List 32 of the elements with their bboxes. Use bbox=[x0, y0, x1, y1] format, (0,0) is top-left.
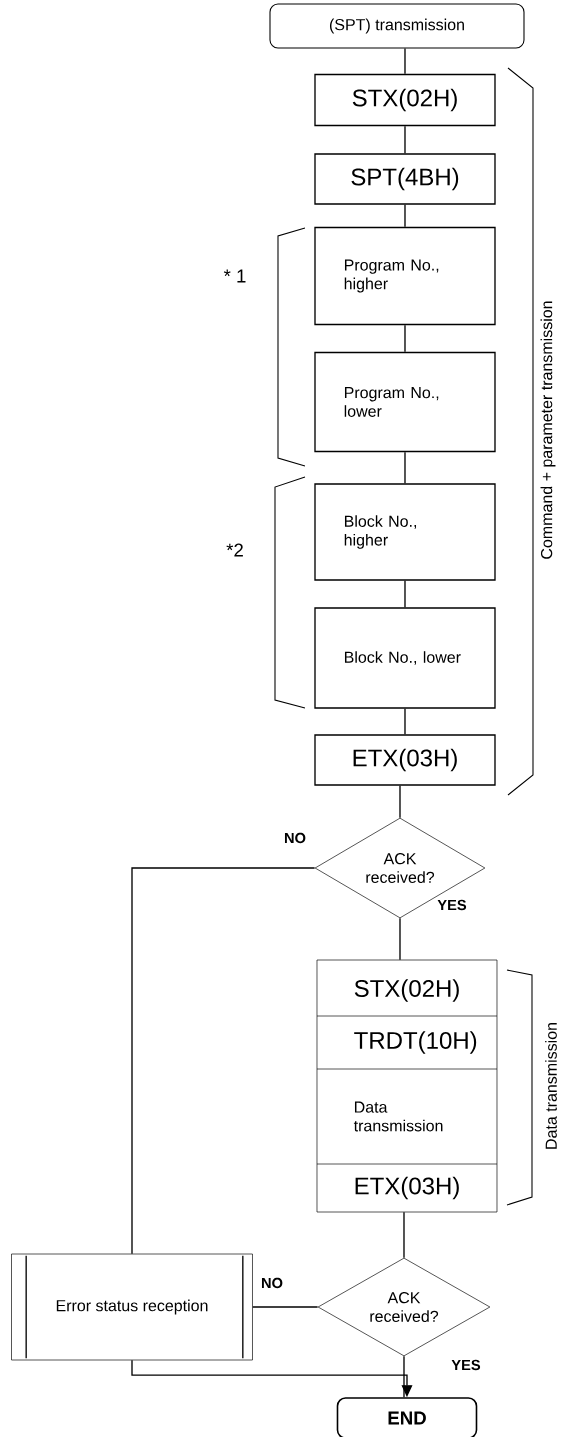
predefined-process-box: Error status reception bbox=[11, 1253, 253, 1361]
connector-line bbox=[131, 867, 316, 1255]
connector-line bbox=[403, 1211, 405, 1259]
vertical-label: Command + parameter transmission bbox=[540, 301, 556, 559]
connector-line bbox=[403, 1355, 405, 1398]
process-box: Block No., lower bbox=[314, 607, 496, 709]
connector-line bbox=[404, 47, 406, 75]
connector-line bbox=[399, 785, 401, 819]
connector-line bbox=[399, 917, 401, 961]
connector-line bbox=[404, 204, 406, 228]
connector-line bbox=[404, 125, 406, 154]
vertical-label: Data transmission bbox=[545, 1023, 557, 1149]
edge-label: YES bbox=[436, 898, 468, 912]
connector-line bbox=[404, 324, 406, 353]
connector-line bbox=[404, 451, 406, 484]
process-box: SPT(4BH) bbox=[314, 153, 496, 205]
process-box: Block No., higher bbox=[314, 483, 496, 581]
process-box: ETX(03H) bbox=[314, 734, 496, 786]
connector-line bbox=[252, 1306, 319, 1308]
edge-label: NO bbox=[259, 1276, 285, 1290]
note-label: *2 bbox=[226, 543, 243, 557]
connector-line bbox=[404, 708, 406, 735]
data-frame-box: STX(02H) TRDT(10H) Data transmission ETX(03H) bbox=[316, 959, 498, 1213]
connector-line bbox=[404, 580, 406, 608]
terminal-box: END bbox=[336, 1397, 478, 1437]
edge-label: YES bbox=[450, 1358, 482, 1372]
edge-label: NO bbox=[282, 831, 308, 845]
terminal-box: (SPT) transmission bbox=[269, 3, 525, 49]
process-box: Program No., higher bbox=[314, 226, 496, 326]
note-label: * 1 bbox=[223, 269, 246, 283]
process-box: STX(02H) bbox=[314, 73, 496, 127]
process-box: Program No., lower bbox=[314, 351, 496, 453]
